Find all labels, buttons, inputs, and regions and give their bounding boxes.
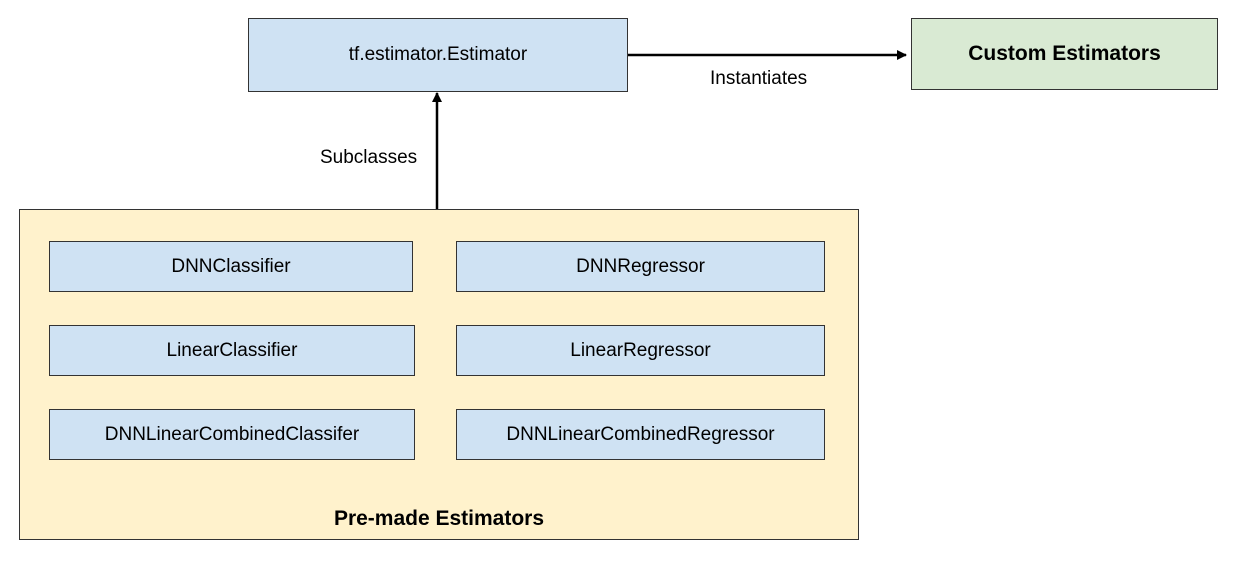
dnn-classifier-node: DNNClassifier	[49, 241, 413, 292]
linear-regressor-node: LinearRegressor	[456, 325, 825, 376]
dnn-linear-combined-regressor-node: DNNLinearCombinedRegressor	[456, 409, 825, 460]
linear-regressor-label: LinearRegressor	[570, 339, 711, 361]
dnn-linear-combined-regressor-label: DNNLinearCombinedRegressor	[506, 423, 775, 445]
linear-classifier-node: LinearClassifier	[49, 325, 415, 376]
dnn-regressor-label: DNNRegressor	[576, 255, 705, 277]
dnn-classifier-label: DNNClassifier	[171, 255, 291, 277]
subclasses-label: Subclasses	[320, 147, 418, 168]
custom-estimators-node: Custom Estimators	[911, 18, 1218, 90]
base-estimator-label: tf.estimator.Estimator	[348, 44, 528, 65]
linear-classifier-label: LinearClassifier	[166, 339, 298, 361]
dnn-linear-combined-classifier-label: DNNLinearCombinedClassifer	[104, 423, 360, 445]
instantiates-label: Instantiates	[710, 68, 808, 89]
dnn-regressor-node: DNNRegressor	[456, 241, 825, 292]
dnn-linear-combined-classifier-node: DNNLinearCombinedClassifer	[49, 409, 415, 460]
premade-estimators-title: Pre-made Estimators	[333, 507, 545, 530]
base-estimator-node: tf.estimator.Estimator	[248, 18, 628, 92]
custom-estimators-label: Custom Estimators	[968, 42, 1161, 65]
